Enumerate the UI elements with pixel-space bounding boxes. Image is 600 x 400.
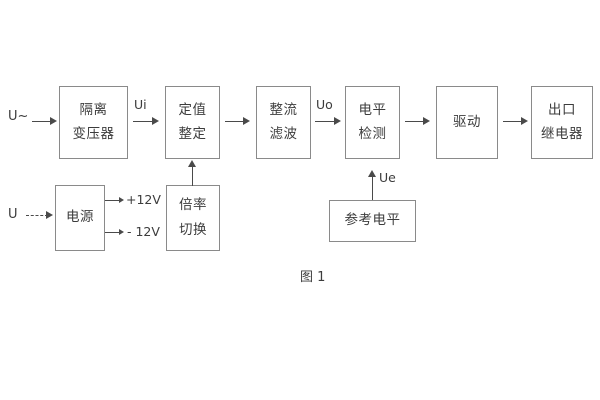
block-ratio-switch-line2: 切换 [179,221,207,238]
dc-input-label: U [8,207,18,222]
arrow-right-icon [521,117,528,125]
block-power-supply-line1: 电源 [66,209,94,226]
arrow-right-icon [243,117,250,125]
connector-drive-to-output-relay [503,121,523,122]
block-power-supply[interactable]: 电源 [55,185,105,251]
arrow-right-icon [46,211,53,219]
block-isolation-transformer[interactable]: 隔离 变压器 [59,86,128,159]
arrow-right-icon [119,229,124,235]
arrow-up-icon [368,170,376,177]
connector-setting-value-to-rectify-filter [225,121,245,122]
block-output-relay[interactable]: 出口 继电器 [531,86,593,159]
supply-label-positive-12v: +12V [126,192,161,207]
block-level-detection-line2: 检测 [358,126,387,142]
arrow-right-icon [119,197,124,203]
signal-label-uo: Uo [316,97,333,112]
block-rectify-filter-line1: 整流 [269,101,298,118]
connector-level-detection-to-drive [405,121,425,122]
connector-isolation-transformer-to-setting-value [133,121,154,122]
block-isolation-transformer-line2: 变压器 [72,126,115,142]
block-reference-level-line1: 参考电平 [344,212,401,229]
arrow-right-icon [152,117,159,125]
signal-label-ue: Ue [379,170,396,185]
connector-rectify-filter-to-level-detection [315,121,336,122]
block-isolation-transformer-line1: 隔离 [79,101,108,118]
block-drive-line1: 驱动 [453,113,481,130]
signal-label-ui: Ui [134,97,147,112]
connector-ratio-switch-to-setting-value [192,167,193,186]
block-ratio-switch-line1: 倍率 [179,197,207,213]
connector-reference-level-to-level-detection [372,176,373,200]
block-setting-value-line1: 定值 [178,101,207,118]
block-ratio-switch[interactable]: 倍率 切换 [166,185,220,251]
arrow-right-icon [50,117,57,125]
block-output-relay-line2: 继电器 [541,126,583,142]
arrow-right-icon [334,117,341,125]
connector-dc-input-to-power-supply [26,215,48,216]
figure-caption: 图 1 [300,270,326,285]
block-rectify-filter-line2: 滤波 [269,126,298,142]
block-level-detection-line1: 电平 [358,101,387,118]
connector-power-supply-positive-rail [105,200,121,201]
connector-ac-input-to-isolation-transformer [32,121,52,122]
block-output-relay-line1: 出口 [548,101,576,118]
block-level-detection[interactable]: 电平 检测 [345,86,400,159]
connector-power-supply-negative-rail [105,232,121,233]
block-setting-value[interactable]: 定值 整定 [165,86,220,159]
arrow-right-icon [423,117,430,125]
ac-input-label: U~ [8,109,29,124]
arrow-up-icon [188,160,196,167]
block-reference-level[interactable]: 参考电平 [329,200,416,242]
block-rectify-filter[interactable]: 整流 滤波 [256,86,311,159]
supply-label-negative-12v: - 12V [127,224,160,239]
block-drive[interactable]: 驱动 [436,86,498,159]
block-setting-value-line2: 整定 [178,126,207,142]
